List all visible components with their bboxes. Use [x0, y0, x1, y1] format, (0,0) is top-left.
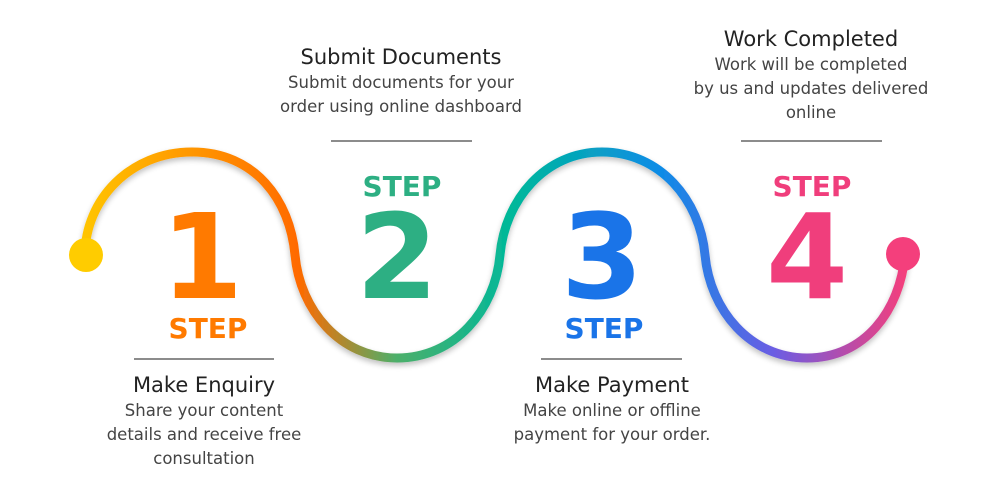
step-1-desc-line-1: Share your content	[124, 401, 284, 420]
step-4-title: Work Completed	[723, 27, 899, 51]
step-label-2: STEP	[363, 170, 442, 203]
step-2-desc-line-1: Submit documents for your	[288, 73, 514, 92]
start-dot	[69, 238, 103, 272]
step-number-2: 2	[356, 188, 438, 326]
step-4-desc-line-3: online	[785, 103, 837, 122]
step-4-text: Work Completed Work will be completed by…	[661, 25, 961, 125]
step-2-text: Submit Documents Submit documents for yo…	[251, 43, 551, 119]
step-1-text: Make Enquiry Share your content details …	[54, 371, 354, 471]
step-3-desc-line-1: Make online or offline	[523, 401, 701, 420]
step-2-title: Submit Documents	[300, 45, 502, 69]
step-label-3: STEP	[565, 312, 644, 345]
step-label-4: STEP	[773, 170, 852, 203]
process-wave	[80, 147, 910, 363]
step-number-3: 3	[561, 188, 643, 326]
step-3-desc-line-2: payment for your order.	[513, 425, 711, 444]
step-4-desc-line-1: Work will be completed	[714, 55, 908, 74]
step-label-1: STEP	[169, 312, 248, 345]
step-number-1: 1	[161, 188, 243, 326]
step-1-title: Make Enquiry	[132, 373, 276, 397]
step-number-4: 4	[766, 188, 848, 326]
end-dot	[886, 237, 920, 271]
step-3-title: Make Payment	[535, 373, 689, 397]
step-4-desc-line-2: by us and updates delivered	[693, 79, 929, 98]
step-2-desc-line-2: order using online dashboard	[280, 97, 522, 116]
step-3-text: Make Payment Make online or offline paym…	[462, 371, 762, 447]
step-1-desc-line-2: details and receive free	[106, 425, 302, 444]
step-1-desc-line-3: consultation	[153, 449, 255, 468]
